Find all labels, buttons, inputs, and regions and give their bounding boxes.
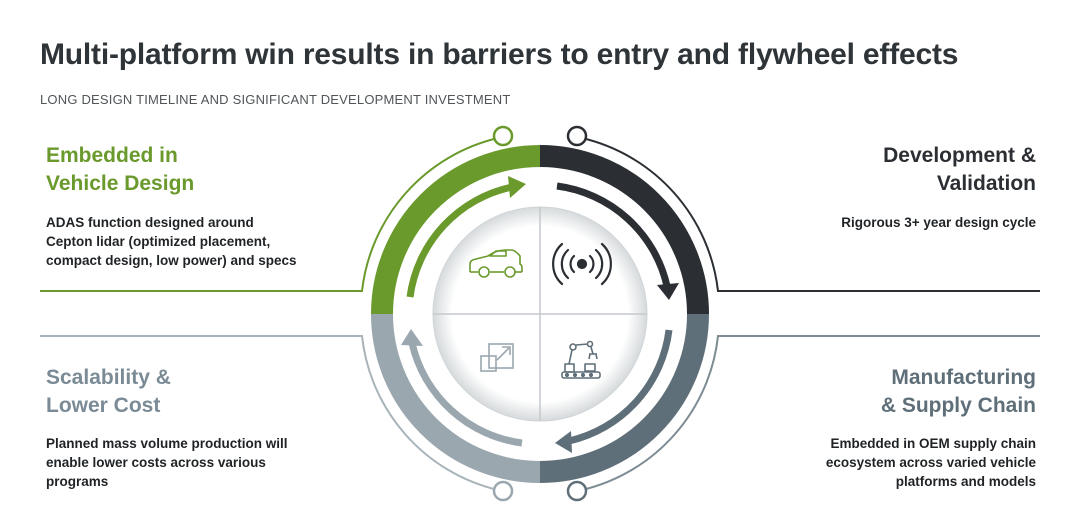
heading-line: & Supply Chain bbox=[880, 394, 1036, 417]
heading-line: Embedded in bbox=[46, 144, 178, 167]
description-line: enable lower costs across various bbox=[46, 455, 266, 470]
description-line: Embedded in OEM supply chain bbox=[830, 436, 1036, 451]
heading-line: Manufacturing bbox=[891, 366, 1036, 389]
connector-line-bottom-left bbox=[40, 335, 499, 491]
car-icon bbox=[469, 249, 523, 278]
arrow-bottom-right bbox=[568, 329, 673, 445]
heading-scalability-lower-cost: Scalability & Lower Cost bbox=[46, 364, 171, 420]
description-line: Rigorous 3+ year design cycle bbox=[841, 215, 1036, 230]
description-line: ecosystem across varied vehicle bbox=[825, 455, 1036, 470]
ring-segment-top-right bbox=[539, 145, 709, 315]
arrow-head-top-left bbox=[508, 176, 526, 198]
connector-line-top-right bbox=[581, 137, 1040, 292]
heading-line: Scalability & bbox=[46, 366, 171, 389]
arrow-head-bottom-left bbox=[401, 329, 423, 346]
ring-segment-bottom-left bbox=[371, 313, 541, 483]
node-circle-top-left bbox=[492, 125, 514, 147]
robot-arm-icon bbox=[561, 340, 601, 379]
description-line: Cepton lidar (optimized placement, bbox=[46, 234, 271, 249]
description-line: programs bbox=[46, 474, 109, 489]
description-development-validation: Rigorous 3+ year design cycle bbox=[841, 213, 1036, 232]
arrow-head-bottom-right bbox=[555, 431, 572, 453]
page-title: Multi-platform win results in barriers t… bbox=[40, 38, 959, 71]
connector-line-bottom-right bbox=[581, 335, 1040, 491]
heading-development-validation: Development & Validation bbox=[883, 142, 1036, 198]
ring-segment-bottom-right bbox=[539, 313, 709, 483]
arrow-top-left bbox=[406, 183, 513, 298]
signal-waves-icon bbox=[552, 242, 612, 286]
heading-line: Lower Cost bbox=[46, 394, 161, 417]
heading-line: Vehicle Design bbox=[46, 172, 195, 195]
node-circle-top-right bbox=[566, 125, 588, 147]
heading-manufacturing-supply-chain: Manufacturing & Supply Chain bbox=[881, 364, 1036, 420]
description-embedded-in-vehicle-design: ADAS function designed around Cepton lid… bbox=[46, 213, 366, 270]
description-scalability-lower-cost: Planned mass volume production will enab… bbox=[46, 434, 366, 491]
heading-line: Validation bbox=[936, 172, 1036, 195]
description-line: Planned mass volume production will bbox=[46, 436, 288, 451]
heading-embedded-in-vehicle-design: Embedded in Vehicle Design bbox=[46, 142, 194, 198]
ring-segment-top-left bbox=[371, 145, 541, 315]
scale-up-icon bbox=[480, 343, 514, 372]
heading-line: Development & bbox=[883, 144, 1036, 167]
connector-line-top-left bbox=[40, 137, 499, 292]
description-line: platforms and models bbox=[895, 474, 1036, 489]
description-line: compact design, low power) and specs bbox=[46, 253, 297, 268]
arrow-top-right bbox=[556, 182, 671, 287]
description-manufacturing-supply-chain: Embedded in OEM supply chain ecosystem a… bbox=[826, 434, 1036, 491]
page-subtitle: LONG DESIGN TIMELINE AND SIGNIFICANT DEV… bbox=[40, 92, 511, 107]
description-line: ADAS function designed around bbox=[46, 215, 254, 230]
arrow-bottom-left bbox=[408, 342, 523, 447]
arrow-head-top-right bbox=[657, 283, 679, 300]
node-circle-bottom-right bbox=[566, 480, 588, 502]
node-circle-bottom-left bbox=[492, 480, 514, 502]
